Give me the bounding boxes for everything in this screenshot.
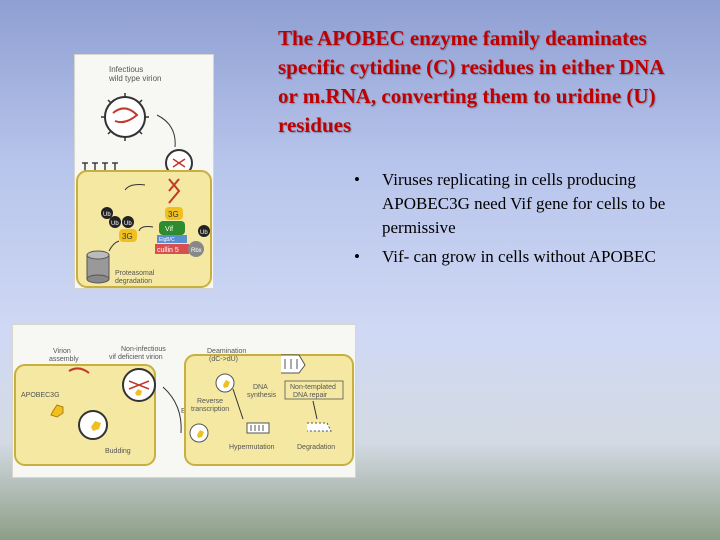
vif-degradation-figure: Infectious wild type virion — [74, 54, 214, 289]
bullet-text: Viruses replicating in cells producing A… — [382, 170, 666, 237]
bullet-glyph: • — [354, 170, 360, 189]
arrow — [232, 388, 244, 420]
apobec3g-label: 3G — [168, 210, 179, 219]
virion-assembly-label: assembly — [49, 356, 79, 363]
apobec3g-label: APOBEC3G — [21, 392, 60, 399]
dna-synthesis-label: synthesis — [247, 392, 277, 399]
degradation-label: Degradation — [297, 444, 335, 451]
apobec3g-icon — [50, 404, 64, 418]
budding-virion-icon — [78, 410, 108, 440]
deamination-label: Deamination — [207, 348, 246, 355]
proteasome-label: Proteasomal — [115, 270, 155, 277]
noninfectious-label: vif deficient virion — [109, 354, 163, 361]
apobec3g-icon — [165, 207, 183, 220]
bullet-glyph: • — [354, 247, 360, 266]
cullin-icon — [155, 244, 189, 254]
slide-title: The APOBEC enzyme family deaminates spec… — [278, 26, 664, 137]
arrow — [162, 386, 182, 434]
receptor-icon — [82, 162, 118, 171]
vif-protein-icon — [159, 221, 185, 235]
dna-synthesis-label: DNA — [253, 384, 268, 391]
cell-membrane — [76, 170, 212, 288]
hypermutated-dna-icon — [246, 422, 270, 434]
virion-assembly-label: Virion — [53, 348, 71, 355]
ubiquitin-label: Ub — [111, 221, 119, 227]
dna-icon — [281, 354, 306, 374]
reverse-transcription-label: Reverse — [197, 398, 223, 405]
arrow — [124, 184, 146, 191]
virion-icon — [101, 93, 149, 141]
vif-label: Vif — [165, 226, 173, 233]
rbx-icon — [188, 241, 204, 257]
arrow — [156, 114, 176, 148]
repair-box — [284, 380, 344, 400]
capsid-icon — [189, 423, 209, 443]
degraded-dna-icon — [307, 422, 332, 432]
apobec-hypermutation-diagram: Virion assembly APOBEC3G Non-infectious … — [14, 346, 354, 466]
noninfectious-label: Non-infectious — [121, 346, 166, 353]
bullet-item: • Vif- can grow in cells without APOBEC — [352, 245, 692, 269]
hypermutation-label: Hypermutation — [229, 444, 275, 451]
ubiquitin-label: Ub — [124, 221, 132, 227]
deamination-label: (dC->dU) — [209, 356, 238, 363]
apobec3g-icon — [119, 229, 137, 242]
viral-rna-icon — [68, 367, 90, 374]
virion-icon — [122, 368, 156, 402]
viral-genome-icon — [168, 178, 181, 204]
bullet-item: • Viruses replicating in cells producing … — [352, 168, 692, 240]
virion-label: Infectious — [109, 65, 143, 74]
apobec-hypermutation-figure: Virion assembly APOBEC3G Non-infectious … — [12, 324, 356, 478]
ubiquitin-icon — [109, 216, 121, 228]
repair-label: DNA repair — [293, 392, 328, 399]
ubiquitin-icon — [198, 225, 210, 237]
budding-label: Budding — [105, 448, 131, 455]
virion-label: wild type virion — [108, 74, 161, 83]
arrow — [138, 226, 154, 232]
capsid-icon — [215, 373, 235, 393]
cullin-label: cullin 5 — [157, 247, 179, 254]
reverse-transcription-label: transcription — [191, 406, 229, 413]
vif-degradation-diagram: Infectious wild type virion — [76, 65, 212, 288]
apobec3g-label: 3G — [122, 232, 133, 241]
ubiquitin-label: Ub — [200, 230, 208, 236]
proteasome-icon — [86, 250, 110, 284]
ubiquitin-label: Ub — [103, 212, 111, 218]
bullet-text: Vif- can grow in cells without APOBEC — [382, 247, 656, 266]
arrow — [312, 400, 318, 420]
elongin-icon — [157, 235, 187, 243]
proteasome-label: degradation — [115, 278, 152, 285]
bullet-list: • Viruses replicating in cells producing … — [352, 168, 692, 269]
ubiquitin-icon — [101, 207, 113, 219]
arrow — [108, 240, 120, 252]
elongin-label: ElgB/C — [159, 237, 175, 243]
rbx-label: Rbx — [191, 248, 202, 254]
repair-label: Non-templated — [290, 384, 336, 391]
ubiquitin-icon — [122, 216, 134, 228]
